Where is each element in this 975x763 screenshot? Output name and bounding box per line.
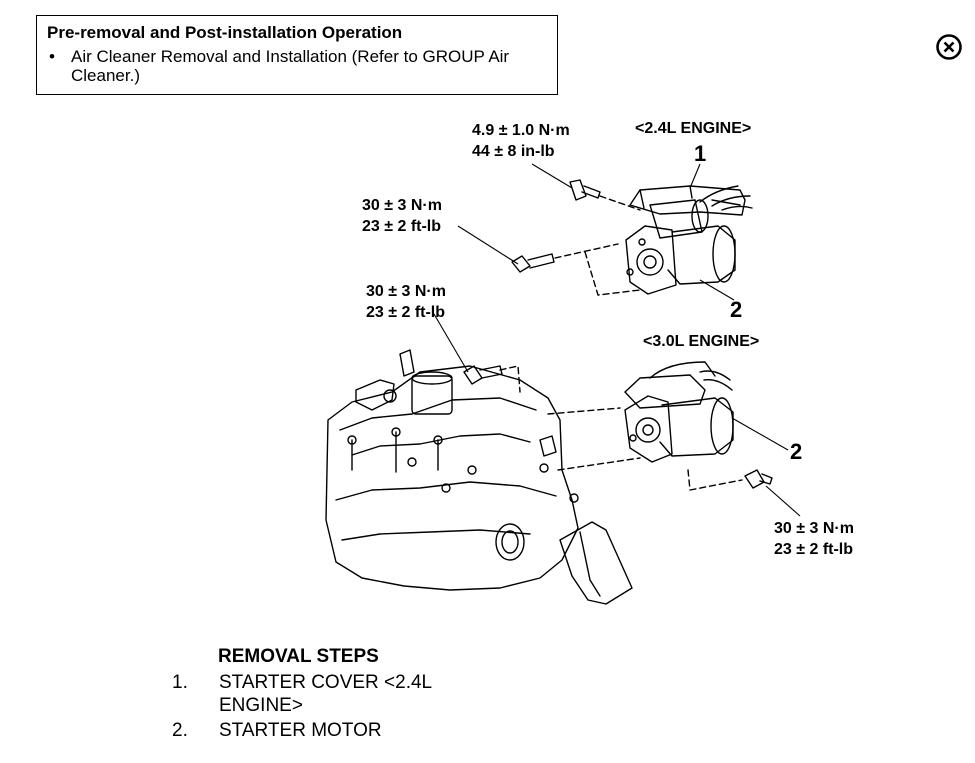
transaxle-housing xyxy=(325,349,633,605)
info-box-title: Pre-removal and Post-installation Operat… xyxy=(47,23,403,42)
torque-left-lower-nm: 30 ± 3 N·m xyxy=(366,283,446,300)
step-number: 1. xyxy=(172,672,188,693)
step-text: STARTER COVER <2.4L ENGINE> xyxy=(219,672,432,716)
bolt-small-upper xyxy=(569,179,601,201)
engine-label-24: <2.4L ENGINE> xyxy=(635,120,752,137)
torque-left-upper-nm: 30 ± 3 N·m xyxy=(362,197,442,214)
info-box: Pre-removal and Post-installation Operat… xyxy=(36,15,558,95)
torque-top-inlb: 44 ± 8 in-lb xyxy=(472,143,555,160)
starter-cover-24 xyxy=(629,185,746,216)
close-icon[interactable] xyxy=(935,33,963,61)
info-box-item-text: Air Cleaner Removal and Installation (Re… xyxy=(71,47,510,85)
bullet-icon: • xyxy=(49,47,55,66)
bolt-long-upper xyxy=(511,253,555,273)
starter-motor-24 xyxy=(625,185,753,295)
removal-steps-title: REMOVAL STEPS xyxy=(218,646,379,667)
engine-label-30: <3.0L ENGINE> xyxy=(643,333,760,350)
torque-right-nm: 30 ± 3 N·m xyxy=(774,520,854,537)
callout-starter-cover: 1 xyxy=(694,141,707,166)
torque-left-lower-ftlb: 23 ± 2 ft-lb xyxy=(366,304,446,321)
info-box-item: • Air Cleaner Removal and Installation (… xyxy=(47,47,541,85)
step-number: 2. xyxy=(172,720,188,741)
starter-motor-30 xyxy=(624,361,734,463)
callout-starter-motor-30: 2 xyxy=(790,439,803,464)
bolt-long-lower xyxy=(463,365,503,385)
torque-left-upper-ftlb: 23 ± 2 ft-lb xyxy=(362,218,442,235)
step-text: STARTER MOTOR xyxy=(219,720,382,741)
torque-right-ftlb: 23 ± 2 ft-lb xyxy=(774,541,854,558)
callout-starter-motor-24: 2 xyxy=(730,297,743,322)
bolt-right-lower xyxy=(744,469,773,489)
torque-top-nm: 4.9 ± 1.0 N·m xyxy=(472,122,570,139)
